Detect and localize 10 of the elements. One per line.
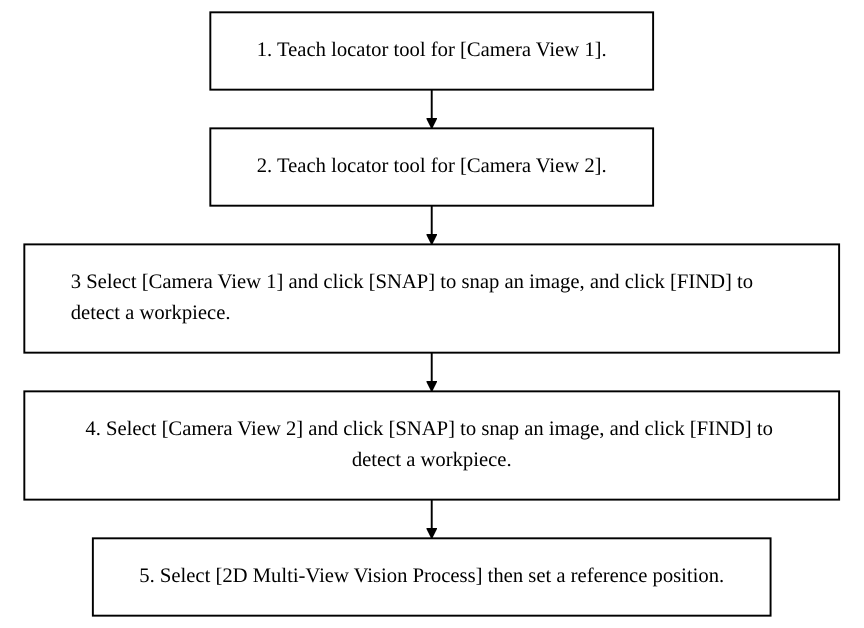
arrow (426, 90, 438, 129)
arrow (426, 500, 438, 539)
flowchart: 1. Teach locator tool for [Camera View 1]. 2. Teach locator tool for [Camera View 2]. 3 Select [Camera View 1] and click [SNAP] to snap an image, and click [FIND] to detect a workpiece. 4. Select [Camera View 2] and click [SNAP] to snap an image, and click [FIND] to detect a workpiece. 5. Select [2D Multi-View Vision Process] then set a reference position. (14, 2, 850, 626)
node-box (210, 127, 654, 207)
node-box (24, 243, 840, 354)
node-box (92, 537, 772, 617)
node-box (24, 390, 840, 501)
node-box (210, 11, 654, 91)
arrow (426, 206, 438, 245)
arrow (426, 352, 438, 392)
